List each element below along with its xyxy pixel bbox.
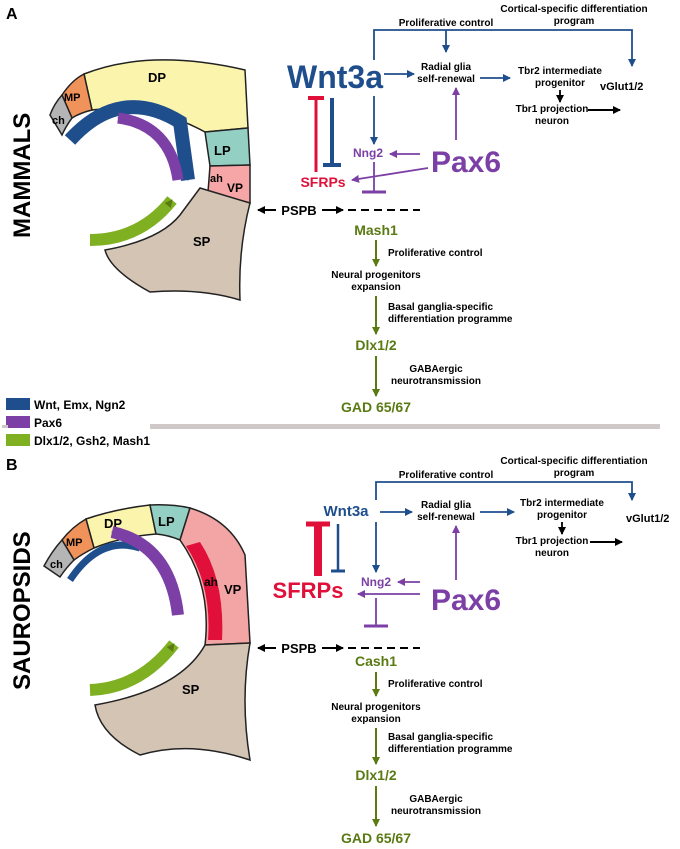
region-ah-b: [186, 542, 223, 640]
gaba-b-line1: GABAergic: [409, 794, 463, 805]
region-sp-b: [94, 642, 251, 762]
pspb-label-b: PSPB: [281, 641, 316, 656]
neural-prog-line1: Neural progenitors: [331, 270, 421, 281]
prolif-label-b: Proliferative control: [388, 679, 483, 690]
cash1-label: Cash1: [355, 653, 397, 669]
tbr1-b-line1: Tbr1 projection: [516, 536, 589, 547]
sfrps-label: SFRPs: [300, 174, 345, 190]
vglut-label-b: vGlut1/2: [626, 513, 669, 525]
radial-glia-line1: Radial glia: [421, 62, 471, 73]
pspb-label-bg-b: [276, 640, 322, 656]
neural-prog-line2: expansion: [351, 282, 400, 293]
pax6-gradient-arrow-b: [110, 526, 184, 616]
basal-b-line1: Basal ganglia-specific: [388, 732, 493, 743]
tbr2-line1: Tbr2 intermediate: [518, 66, 602, 77]
mash1-label: Mash1: [354, 222, 398, 238]
legend-swatch-pax6: [6, 416, 30, 428]
legend-swatch-dlx: [6, 434, 30, 446]
gad-label: GAD 65/67: [341, 399, 411, 415]
region-ah-label: ah: [210, 173, 223, 185]
cortical-program-line1: Cortical-specific differentiation: [500, 4, 647, 15]
tbr2-line2: progenitor: [535, 78, 585, 89]
tbr2-b-line2: progenitor: [537, 510, 587, 521]
tbr2-b-line1: Tbr2 intermediate: [520, 498, 604, 509]
panel-b: B SAUROPSIDS DP MP ch LP ah VP SP PSPB W…: [6, 456, 669, 846]
panel-a: A MAMMALS DP MP ch LP ah VP SP PSPB Wnt3…: [6, 4, 648, 415]
legend-swatch-wnt: [6, 398, 30, 410]
region-mp-label: MP: [64, 92, 81, 104]
pax6-to-sfrps: [351, 167, 429, 183]
pax6-gradient-arrow: [117, 112, 184, 181]
pax6-label: Pax6: [431, 146, 501, 179]
sfrps-label-b: SFRPs: [273, 578, 344, 603]
cortical-program-line2: program: [554, 16, 595, 27]
region-mp: [61, 72, 93, 120]
region-ah-b-label: ah: [204, 575, 218, 589]
basal-b-line2: differentiation programme: [388, 744, 513, 755]
region-ch-b-label: ch: [50, 559, 63, 571]
tbr1-line1: Tbr1 projection: [516, 104, 589, 115]
nng2-label-b: Nng2: [361, 575, 391, 589]
neural-prog-b-line1: Neural progenitors: [331, 702, 421, 713]
region-vp-b-label: VP: [224, 582, 242, 597]
region-dp-label: DP: [148, 70, 166, 85]
region-sp-b-label: SP: [182, 682, 200, 697]
gaba-b-line2: neurotransmission: [391, 806, 481, 817]
region-mp-b-label: MP: [66, 537, 83, 549]
panel-divider: [150, 424, 660, 429]
wnt-gradient-arrow-b: [67, 541, 142, 582]
gad-label-b: GAD 65/67: [341, 830, 411, 846]
region-lp-b-label: LP: [158, 514, 175, 529]
nng2-label: Nng2: [353, 146, 383, 160]
tbr1-line2: neuron: [535, 116, 569, 127]
panel-a-letter: A: [6, 6, 18, 23]
region-sp-label: SP: [193, 234, 211, 249]
cortical-program-b-line1: Cortical-specific differentiation: [500, 456, 647, 467]
top-control-label: Proliferative control: [399, 18, 494, 29]
panel-b-letter: B: [6, 457, 18, 474]
region-vp-label: VP: [227, 181, 243, 195]
prolif-label: Proliferative control: [388, 248, 483, 259]
dlx-label-b: Dlx1/2: [355, 767, 396, 783]
basal-line2: differentiation programme: [388, 314, 513, 325]
dlx-label: Dlx1/2: [355, 337, 396, 353]
region-ch: [49, 93, 73, 137]
legend-label-wnt: Wnt, Emx, Ngn2: [34, 398, 126, 412]
pax6-label-b: Pax6: [431, 584, 501, 617]
panel-a-hemisphere: [49, 59, 251, 302]
dlx-gradient-arrow: [89, 196, 177, 246]
legend-label-pax6: Pax6: [34, 416, 62, 430]
wnt-control-line: [373, 29, 636, 67]
panel-b-hemisphere: [43, 504, 251, 762]
legend: Wnt, Emx, Ngn2 Pax6 Dlx1/2, Gsh2, Mash1: [6, 398, 150, 448]
wnt-gradient-arrow: [64, 100, 195, 181]
basal-line1: Basal ganglia-specific: [388, 302, 493, 313]
radial-glia-b-line1: Radial glia: [421, 500, 471, 511]
legend-label-dlx: Dlx1/2, Gsh2, Mash1: [34, 434, 150, 448]
radial-glia-line2: self-renewal: [417, 74, 475, 85]
top-control-label-b: Proliferative control: [399, 470, 494, 481]
gaba-line1: GABAergic: [409, 364, 463, 375]
radial-glia-b-line2: self-renewal: [417, 512, 475, 523]
panel-b-side-title: SAUROPSIDS: [9, 531, 36, 690]
region-ch-label: ch: [52, 115, 65, 127]
wnt-control-line-b: [375, 481, 636, 501]
pspb-label-bg: [276, 202, 322, 218]
region-lp-label: LP: [214, 143, 231, 158]
region-mp-b: [61, 517, 95, 562]
gaba-line2: neurotransmission: [391, 376, 481, 387]
wnt3a-label: Wnt3a: [287, 59, 383, 95]
pspb-label: PSPB: [281, 203, 316, 218]
vglut-label: vGlut1/2: [600, 81, 643, 93]
region-sp-a: [104, 187, 251, 302]
panel-divider-left: [2, 425, 8, 428]
wnt3a-label-b: Wnt3a: [324, 503, 370, 520]
tbr1-b-line2: neuron: [535, 548, 569, 559]
cortical-program-b-line2: program: [554, 468, 595, 479]
panel-a-side-title: MAMMALS: [9, 113, 36, 238]
region-ch-b: [43, 538, 75, 579]
dlx-gradient-arrow-b: [89, 640, 179, 696]
neural-prog-b-line2: expansion: [351, 714, 400, 725]
